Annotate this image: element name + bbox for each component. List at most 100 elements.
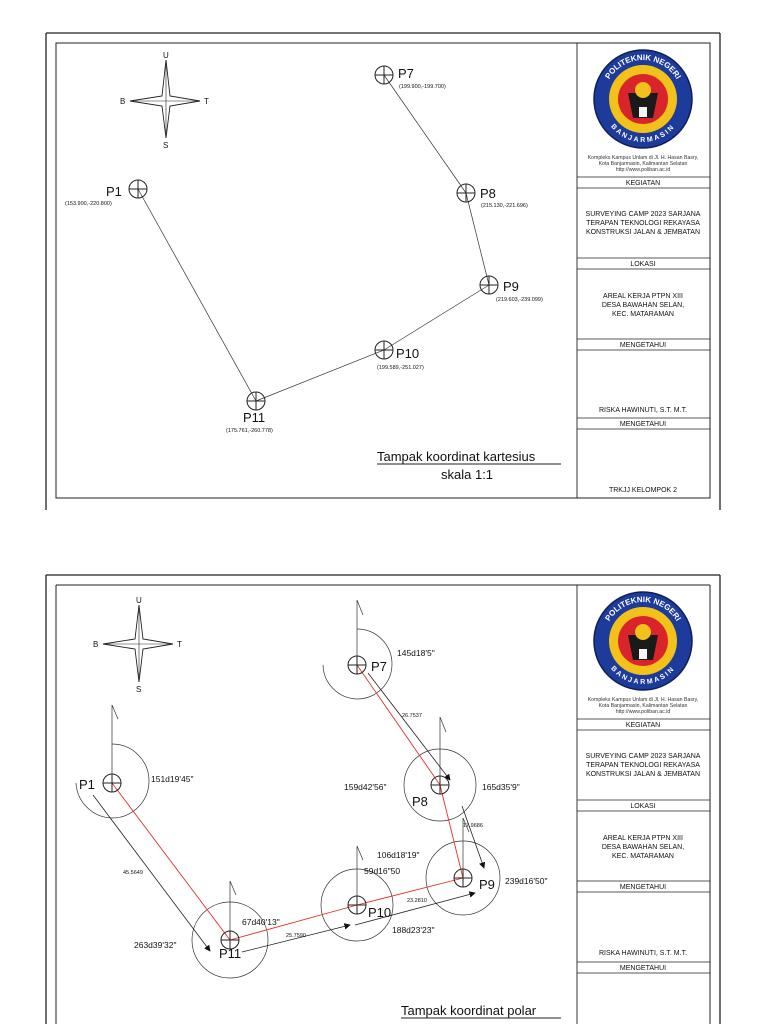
distance-label: 25.7590: [286, 933, 306, 939]
compass-west-label: B: [120, 97, 125, 106]
kegiatan-label: KEGIATAN: [626, 722, 660, 729]
kegiatan-text: KONSTRUKSI JALAN & JEMBATAN: [586, 771, 700, 778]
mengetahui-label: MENGETAHUI: [620, 884, 666, 891]
north-arrow-compass: U S B T: [93, 596, 182, 694]
kegiatan-text: TERAPAN TEKNOLOGI REKAYASA: [586, 762, 700, 769]
station-label: P8: [412, 794, 428, 809]
station-p11: P11: [219, 930, 241, 961]
station-coordinate: (219.603,-239.099): [496, 297, 543, 303]
station-label: P11: [243, 410, 265, 425]
distance-labels: 26.7537 45.5649 17.9686 23.2810 25.7590: [123, 713, 483, 939]
address-line: http://www.poliban.ac.id: [616, 709, 671, 715]
distance-dimension-lines: [92, 672, 486, 953]
station-p1: P1: [79, 773, 122, 793]
station-p11: P11 (175.761,-260.778): [226, 391, 273, 434]
compass-east-label: T: [177, 640, 182, 649]
station-p8: P8: [412, 775, 450, 809]
angle-label: 263d39'32": [134, 940, 176, 950]
mengetahui-label: MENGETAHUI: [620, 421, 666, 428]
caption-scale: skala 1:1: [441, 467, 493, 482]
angle-label: 59d16"50: [364, 866, 400, 876]
distance-label: 26.7537: [402, 713, 422, 719]
lokasi-text: AREAL KERJA PTPN XIII: [603, 293, 683, 300]
station-p7: P7: [347, 655, 387, 675]
angle-label: 165d35'9": [482, 782, 520, 792]
station-p7: P7 (199.900,-199.700): [374, 65, 446, 90]
title-block: POLITEKNIK NEGERI BANJARMASIN Kompleks K…: [576, 43, 710, 498]
compass-west-label: B: [93, 640, 98, 649]
compass-south-label: S: [136, 685, 141, 694]
lokasi-text: AREAL KERJA PTPN XIII: [603, 835, 683, 842]
kegiatan-text: SURVEYING CAMP 2023 SARJANA: [586, 211, 701, 218]
kegiatan-text: KONSTRUKSI JALAN & JEMBATAN: [586, 229, 700, 236]
station-coordinate: (199.900,-199.700): [399, 84, 446, 90]
station-coordinate: (153.900,-220.800): [65, 201, 112, 207]
angle-label: 106d18'19": [377, 850, 419, 860]
drawing-caption: Tampak koordinat kartesius skala 1:1: [377, 449, 561, 482]
compass-north-label: U: [163, 51, 169, 60]
north-reference-lines: [111, 599, 470, 940]
title-block: POLITEKNIK NEGERI BANJARMASIN Kompleks K…: [576, 585, 710, 1024]
station-label: P1: [79, 777, 95, 792]
station-label: P9: [479, 877, 495, 892]
mengetahui-label: MENGETAHUI: [620, 342, 666, 349]
signer-name: RISKA HAWINUTI, S.T. M.T.: [599, 407, 687, 414]
station-label: P10: [368, 905, 391, 920]
drawing-caption: Tampak koordinat polar: [401, 1003, 561, 1019]
station-p9: P9: [453, 868, 495, 892]
address-line: Kompleks Kampus Unlam di Jl. H. Hasan Ba…: [588, 697, 699, 703]
poliban-logo: POLITEKNIK NEGERI BANJARMASIN: [593, 49, 693, 149]
sheet-polar: U S B T: [45, 574, 721, 1024]
angle-label: 145d18'5": [397, 648, 435, 658]
distance-label: 45.5649: [123, 870, 143, 876]
sheet-cartesian: U S B T P7 (199.900,-199.700) P8 (215.13…: [45, 32, 721, 510]
angle-label: 151d19'45": [151, 774, 193, 784]
distance-label: 17.9686: [463, 823, 483, 829]
poliban-logo: POLITEKNIK NEGERI BANJARMASIN: [593, 591, 693, 691]
group-name: TRKJJ KELOMPOK 2: [609, 487, 677, 494]
angle-label: 188d23'23": [392, 925, 434, 935]
angle-label: 159d42'56": [344, 782, 386, 792]
station-label: P10: [396, 346, 419, 361]
lokasi-text: KEC. MATARAMAN: [612, 311, 674, 318]
traverse-lines: [137, 74, 490, 402]
station-label: P9: [503, 279, 519, 294]
traverse-lines-polar: [111, 664, 464, 941]
kegiatan-text: SURVEYING CAMP 2023 SARJANA: [586, 753, 701, 760]
caption-title: Tampak koordinat polar: [401, 1003, 537, 1018]
station-p1: P1 (153.900,-220.800): [65, 179, 148, 207]
kegiatan-label: KEGIATAN: [626, 180, 660, 187]
compass-north-label: U: [136, 596, 142, 605]
station-p10: P10: [347, 895, 391, 920]
angle-label: 239d16'50": [505, 876, 547, 886]
angle-arcs: [75, 628, 501, 979]
station-p8: P8 (215.130,-221.696): [456, 183, 528, 209]
station-p9: P9 (219.603,-239.099): [479, 275, 543, 303]
station-coordinate: (199.589,-251.027): [377, 365, 424, 371]
station-coordinate: (175.761,-260.778): [226, 428, 273, 434]
station-coordinate: (215.130,-221.696): [481, 203, 528, 209]
station-label: P11: [219, 946, 241, 961]
station-p10: P10 (199.589,-251.027): [374, 340, 424, 371]
station-label: P7: [371, 659, 387, 674]
angle-labels: 145d18'5" 151d19'45" 159d42'56" 165d35'9…: [134, 648, 547, 950]
address-line: Kota Banjarmasin, Kalimantan Selatan: [599, 703, 688, 709]
angle-label: 67d40'13": [242, 917, 280, 927]
station-label: P1: [106, 184, 122, 199]
caption-title: Tampak koordinat kartesius: [377, 449, 536, 464]
station-label: P7: [398, 66, 414, 81]
lokasi-label: LOKASI: [630, 261, 655, 268]
lokasi-text: KEC. MATARAMAN: [612, 853, 674, 860]
lokasi-label: LOKASI: [630, 803, 655, 810]
signer-name: RISKA HAWINUTI, S.T. M.T.: [599, 950, 687, 957]
lokasi-text: DESA BAWAHAN SELAN,: [602, 844, 684, 851]
address-line: Kota Banjarmasin, Kalimantan Selatan: [599, 161, 688, 167]
mengetahui-label: MENGETAHUI: [620, 965, 666, 972]
distance-label: 23.2810: [407, 898, 427, 904]
compass-east-label: T: [204, 97, 209, 106]
address-line: http://www.poliban.ac.id: [616, 167, 671, 173]
address-line: Kompleks Kampus Unlam di Jl. H. Hasan Ba…: [588, 155, 699, 161]
kegiatan-text: TERAPAN TEKNOLOGI REKAYASA: [586, 220, 700, 227]
compass-south-label: S: [163, 141, 168, 150]
